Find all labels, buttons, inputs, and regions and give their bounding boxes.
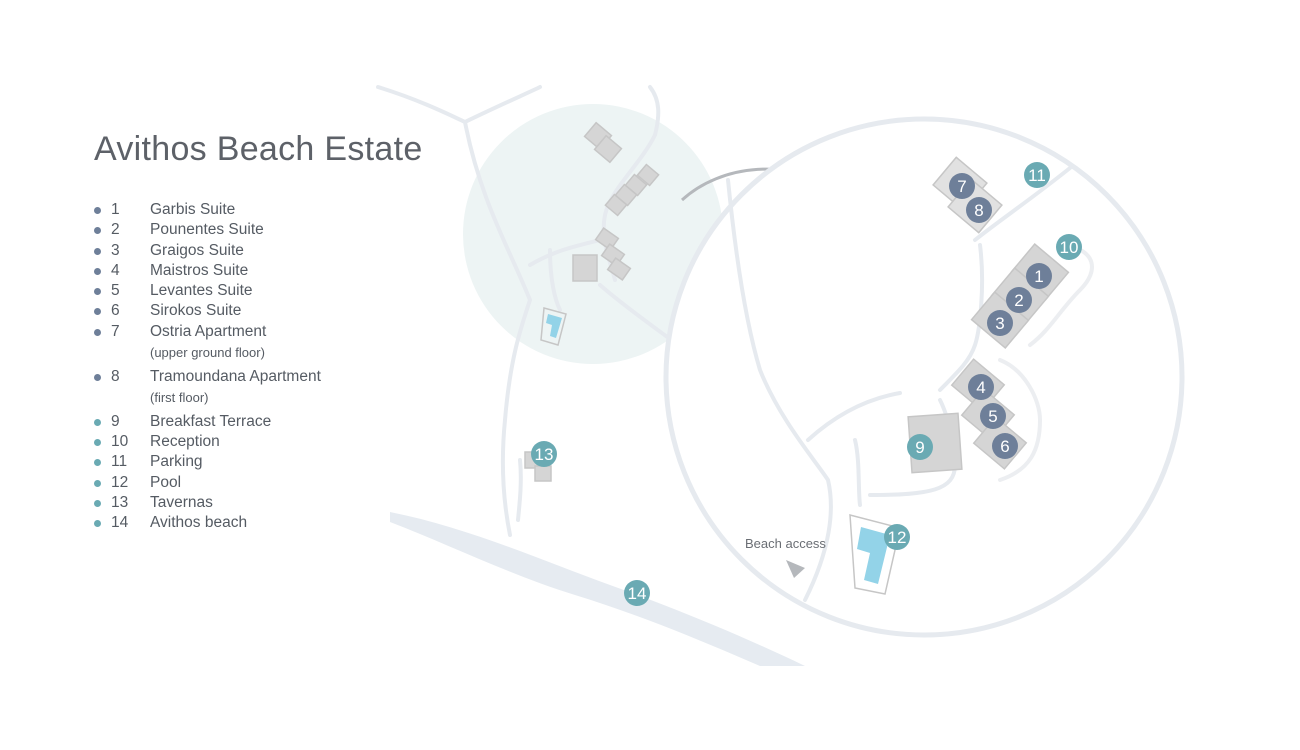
- svg-text:5: 5: [988, 407, 997, 426]
- legend-dot-icon: [94, 479, 101, 487]
- svg-text:12: 12: [888, 528, 907, 547]
- legend-number: 13: [111, 493, 129, 511]
- overview-pool: [540, 307, 567, 346]
- legend-number: 5: [111, 282, 120, 300]
- marker-2[interactable]: 2: [1006, 287, 1032, 313]
- legend-label: Parking: [150, 453, 203, 471]
- marker-6[interactable]: 6: [992, 433, 1018, 459]
- detail-pool: [849, 514, 901, 595]
- legend-number: 2: [111, 221, 120, 239]
- legend-label: Sirokos Suite: [150, 302, 242, 320]
- svg-text:14: 14: [628, 584, 647, 603]
- marker-8[interactable]: 8: [966, 197, 992, 223]
- marker-1[interactable]: 1: [1026, 263, 1052, 289]
- legend-number: 6: [111, 302, 120, 320]
- legend-label: Pounentes Suite: [150, 221, 264, 239]
- beach-access-pointer: Beach access: [745, 536, 826, 578]
- svg-text:10: 10: [1060, 238, 1079, 257]
- legend-number: 4: [111, 261, 120, 279]
- legend-label: Levantes Suite: [150, 282, 253, 300]
- svg-text:1: 1: [1034, 267, 1043, 286]
- beach-access-label: Beach access: [745, 536, 826, 551]
- legend-dot-icon: [94, 227, 101, 235]
- legend-label: Tramoundana Apartment: [150, 367, 321, 385]
- legend-label: Ostria Apartment: [150, 322, 267, 340]
- legend-dot-icon: [94, 207, 101, 214]
- legend-label: Garbis Suite: [150, 201, 236, 218]
- svg-text:6: 6: [1000, 437, 1009, 456]
- legend-label: Maistros Suite: [150, 261, 249, 279]
- legend-label: Breakfast Terrace: [150, 412, 272, 430]
- marker-9[interactable]: 9: [907, 434, 933, 460]
- legend-number: 3: [111, 241, 120, 259]
- svg-text:3: 3: [995, 314, 1004, 333]
- avithos-beach-shape: [390, 512, 805, 666]
- legend-dot-icon: [94, 520, 101, 528]
- legend-number: 7: [111, 322, 120, 340]
- svg-text:7: 7: [957, 177, 966, 196]
- legend-number: 14: [111, 514, 129, 532]
- legend-dot-icon: [94, 418, 101, 426]
- marker-3[interactable]: 3: [987, 310, 1013, 336]
- legend-dot-icon: [94, 459, 101, 467]
- legend-dot-icon: [94, 439, 101, 447]
- marker-10[interactable]: 10: [1056, 234, 1082, 260]
- legend-number: 12: [111, 473, 129, 491]
- marker-11[interactable]: 11: [1024, 162, 1050, 188]
- legend-dot-icon: [94, 247, 101, 255]
- map-markers: 1 2 3 4 5 6 7 8 9 10 11 12 13 14: [531, 162, 1082, 606]
- marker-5[interactable]: 5: [980, 403, 1006, 429]
- detail-suite-outlines: [998, 243, 1094, 482]
- legend-dot-icon: [94, 373, 101, 381]
- legend-note: (first floor): [150, 389, 209, 405]
- legend-number: 8: [111, 367, 120, 385]
- legend-number: 1: [111, 201, 120, 218]
- svg-text:2: 2: [1014, 291, 1023, 310]
- legend-dot-icon: [94, 288, 101, 296]
- legend-dot-icon: [94, 267, 101, 275]
- svg-text:8: 8: [974, 201, 983, 220]
- legend-dot-icon: [94, 328, 101, 336]
- legend-label: Pool: [150, 473, 182, 491]
- detail-circle: [663, 116, 1185, 638]
- marker-14[interactable]: 14: [624, 580, 650, 606]
- marker-7[interactable]: 7: [949, 173, 975, 199]
- legend-dot-icon: [94, 499, 101, 507]
- legend-number: 10: [111, 433, 129, 451]
- svg-text:4: 4: [976, 378, 985, 397]
- legend-label: Tavernas: [150, 493, 213, 511]
- legend-number: 11: [111, 453, 128, 471]
- marker-12[interactable]: 12: [884, 524, 910, 550]
- legend-number: 9: [111, 412, 120, 430]
- overview-buildings: [524, 121, 660, 482]
- legend-label: Avithos beach: [150, 514, 248, 532]
- page-title: Avithos Beach Estate: [94, 130, 423, 168]
- marker-13[interactable]: 13: [531, 441, 557, 467]
- legend-note: (upper ground floor): [150, 344, 265, 360]
- svg-text:11: 11: [1028, 166, 1046, 185]
- svg-text:9: 9: [915, 438, 924, 457]
- legend-label: Reception: [150, 433, 220, 451]
- legend-label: Graigos Suite: [150, 241, 244, 259]
- legend-dot-icon: [94, 308, 101, 316]
- marker-4[interactable]: 4: [968, 374, 994, 400]
- svg-text:13: 13: [535, 445, 554, 464]
